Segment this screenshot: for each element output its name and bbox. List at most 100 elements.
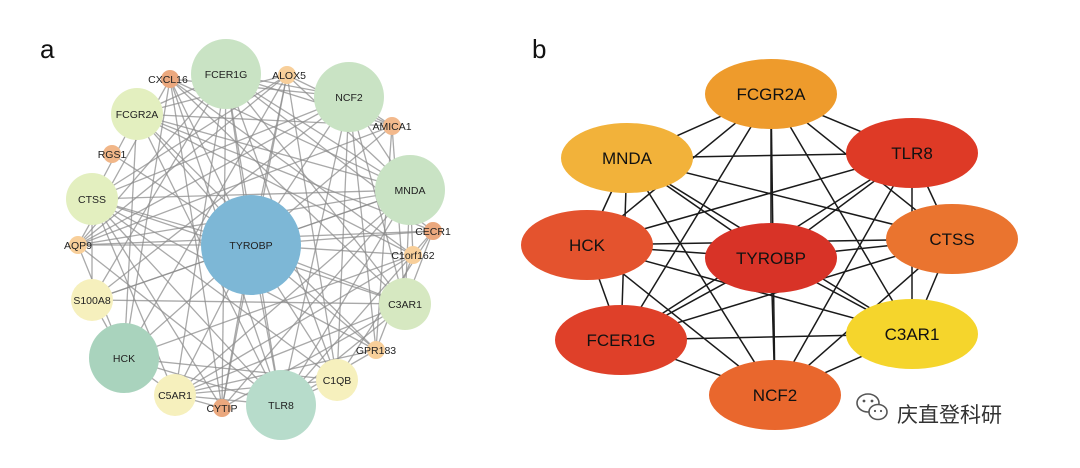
node-b-hck: HCK (521, 210, 653, 280)
edge-amica1-aqp9 (77, 125, 393, 246)
node-circle (278, 66, 296, 84)
node-a-cytip: CYTIP (207, 399, 238, 417)
node-label: FCER1G (205, 69, 248, 81)
node-b-fcer1g: FCER1G (555, 305, 687, 375)
node-a-fcer1g: FCER1G (191, 39, 261, 109)
edge-ncf2-s100a8 (91, 96, 350, 301)
edge-mnda-fcgr2a (136, 113, 411, 191)
node-a-s100a8: S100A8 (71, 279, 113, 321)
node-label: FCER1G (587, 331, 656, 350)
node-label: CECR1 (415, 226, 451, 238)
node-label: ALOX5 (272, 70, 306, 82)
edge-ncf2-c1qb (336, 96, 350, 381)
node-label: TYROBP (229, 240, 272, 252)
edge-hck-c1orf162 (123, 254, 414, 359)
edge-ncf2-ctss (91, 96, 350, 200)
node-b-mnda: MNDA (561, 123, 693, 193)
edge-ctss-c5ar1 (91, 198, 176, 396)
node-circle (379, 278, 431, 330)
edge-hck-c1qb (123, 357, 338, 381)
node-label: AMICA1 (372, 121, 411, 133)
edge-ctss-alox5 (91, 74, 288, 200)
edge-c1qb-alox5 (286, 74, 338, 381)
node-a-c3ar1: C3AR1 (379, 278, 431, 330)
node-circle (246, 370, 316, 440)
node-a-tyrobp: TYROBP (201, 195, 301, 295)
node-ellipse (846, 299, 978, 369)
node-label: MNDA (395, 185, 426, 197)
node-ellipse (886, 204, 1018, 274)
node-a-cxcl16: CXCL16 (148, 70, 188, 88)
node-circle (201, 195, 301, 295)
node-label: FCGR2A (116, 109, 159, 121)
node-label: CYTIP (207, 403, 238, 415)
node-label: C3AR1 (388, 299, 422, 311)
node-circle (404, 246, 422, 264)
node-label: CTSS (78, 194, 106, 206)
node-circle (154, 374, 196, 416)
node-a-fcgr2a: FCGR2A (111, 88, 163, 140)
node-circle (375, 155, 445, 225)
node-a-rgs1: RGS1 (98, 145, 127, 163)
node-circle (103, 145, 121, 163)
node-label: NCF2 (753, 386, 797, 405)
edge-tlr8-ncf2 (774, 152, 913, 396)
node-label: CTSS (929, 230, 974, 249)
node-a-amica1: AMICA1 (372, 117, 412, 135)
node-label: GPR183 (356, 345, 396, 357)
node-label: S100A8 (73, 295, 111, 307)
node-label: FCGR2A (737, 85, 807, 104)
node-b-ctss: CTSS (886, 204, 1018, 274)
node-label: HCK (569, 236, 606, 255)
node-label: RGS1 (98, 149, 127, 161)
edge-ctss-c1qb (91, 198, 338, 381)
node-a-tlr8: TLR8 (246, 370, 316, 440)
node-label: NCF2 (335, 92, 363, 104)
watermark-text: 庆直登科研 (897, 403, 1002, 427)
edge-ncf2-gpr183 (348, 96, 377, 351)
node-circle (111, 88, 163, 140)
node-label: MNDA (602, 149, 653, 168)
node-label: C5AR1 (158, 390, 192, 402)
node-circle (383, 117, 401, 135)
node-circle (71, 279, 113, 321)
node-circle (161, 70, 179, 88)
node-label: C1orf162 (391, 250, 434, 262)
edge-hck-alox5 (123, 74, 288, 359)
node-circle (191, 39, 261, 109)
edge-ncf2-tlr8 (280, 96, 350, 406)
node-ellipse (846, 118, 978, 188)
node-a-c1qb: C1QB (316, 359, 358, 401)
node-circle (367, 341, 385, 359)
node-a-c5ar1: C5AR1 (154, 374, 196, 416)
node-circle (316, 359, 358, 401)
panel-a-label: a (40, 34, 55, 64)
node-b-tyrobp: TYROBP (705, 223, 837, 293)
node-a-cecr1: CECR1 (415, 222, 451, 240)
node-ellipse (709, 360, 841, 430)
node-ellipse (561, 123, 693, 193)
node-label: C3AR1 (885, 325, 940, 344)
panel-b-label: b (532, 34, 546, 64)
node-label: AQP9 (64, 240, 92, 252)
node-a-hck: HCK (89, 323, 159, 393)
edge-cxcl16-c1orf162 (169, 78, 414, 256)
node-circle (69, 236, 87, 254)
node-label: HCK (113, 353, 135, 365)
node-circle (66, 173, 118, 225)
node-ellipse (705, 59, 837, 129)
edge-fcer1g-c3ar1 (225, 73, 406, 305)
node-b-c3ar1: C3AR1 (846, 299, 978, 369)
node-a-ncf2: NCF2 (314, 62, 384, 132)
edge-fcgr2a-c1orf162 (136, 113, 414, 256)
node-label: TYROBP (736, 249, 806, 268)
node-a-aqp9: AQP9 (64, 236, 92, 254)
node-a-gpr183: GPR183 (356, 341, 396, 359)
wechat-icon (856, 393, 888, 421)
edge-c5ar1-c1orf162 (174, 254, 414, 396)
